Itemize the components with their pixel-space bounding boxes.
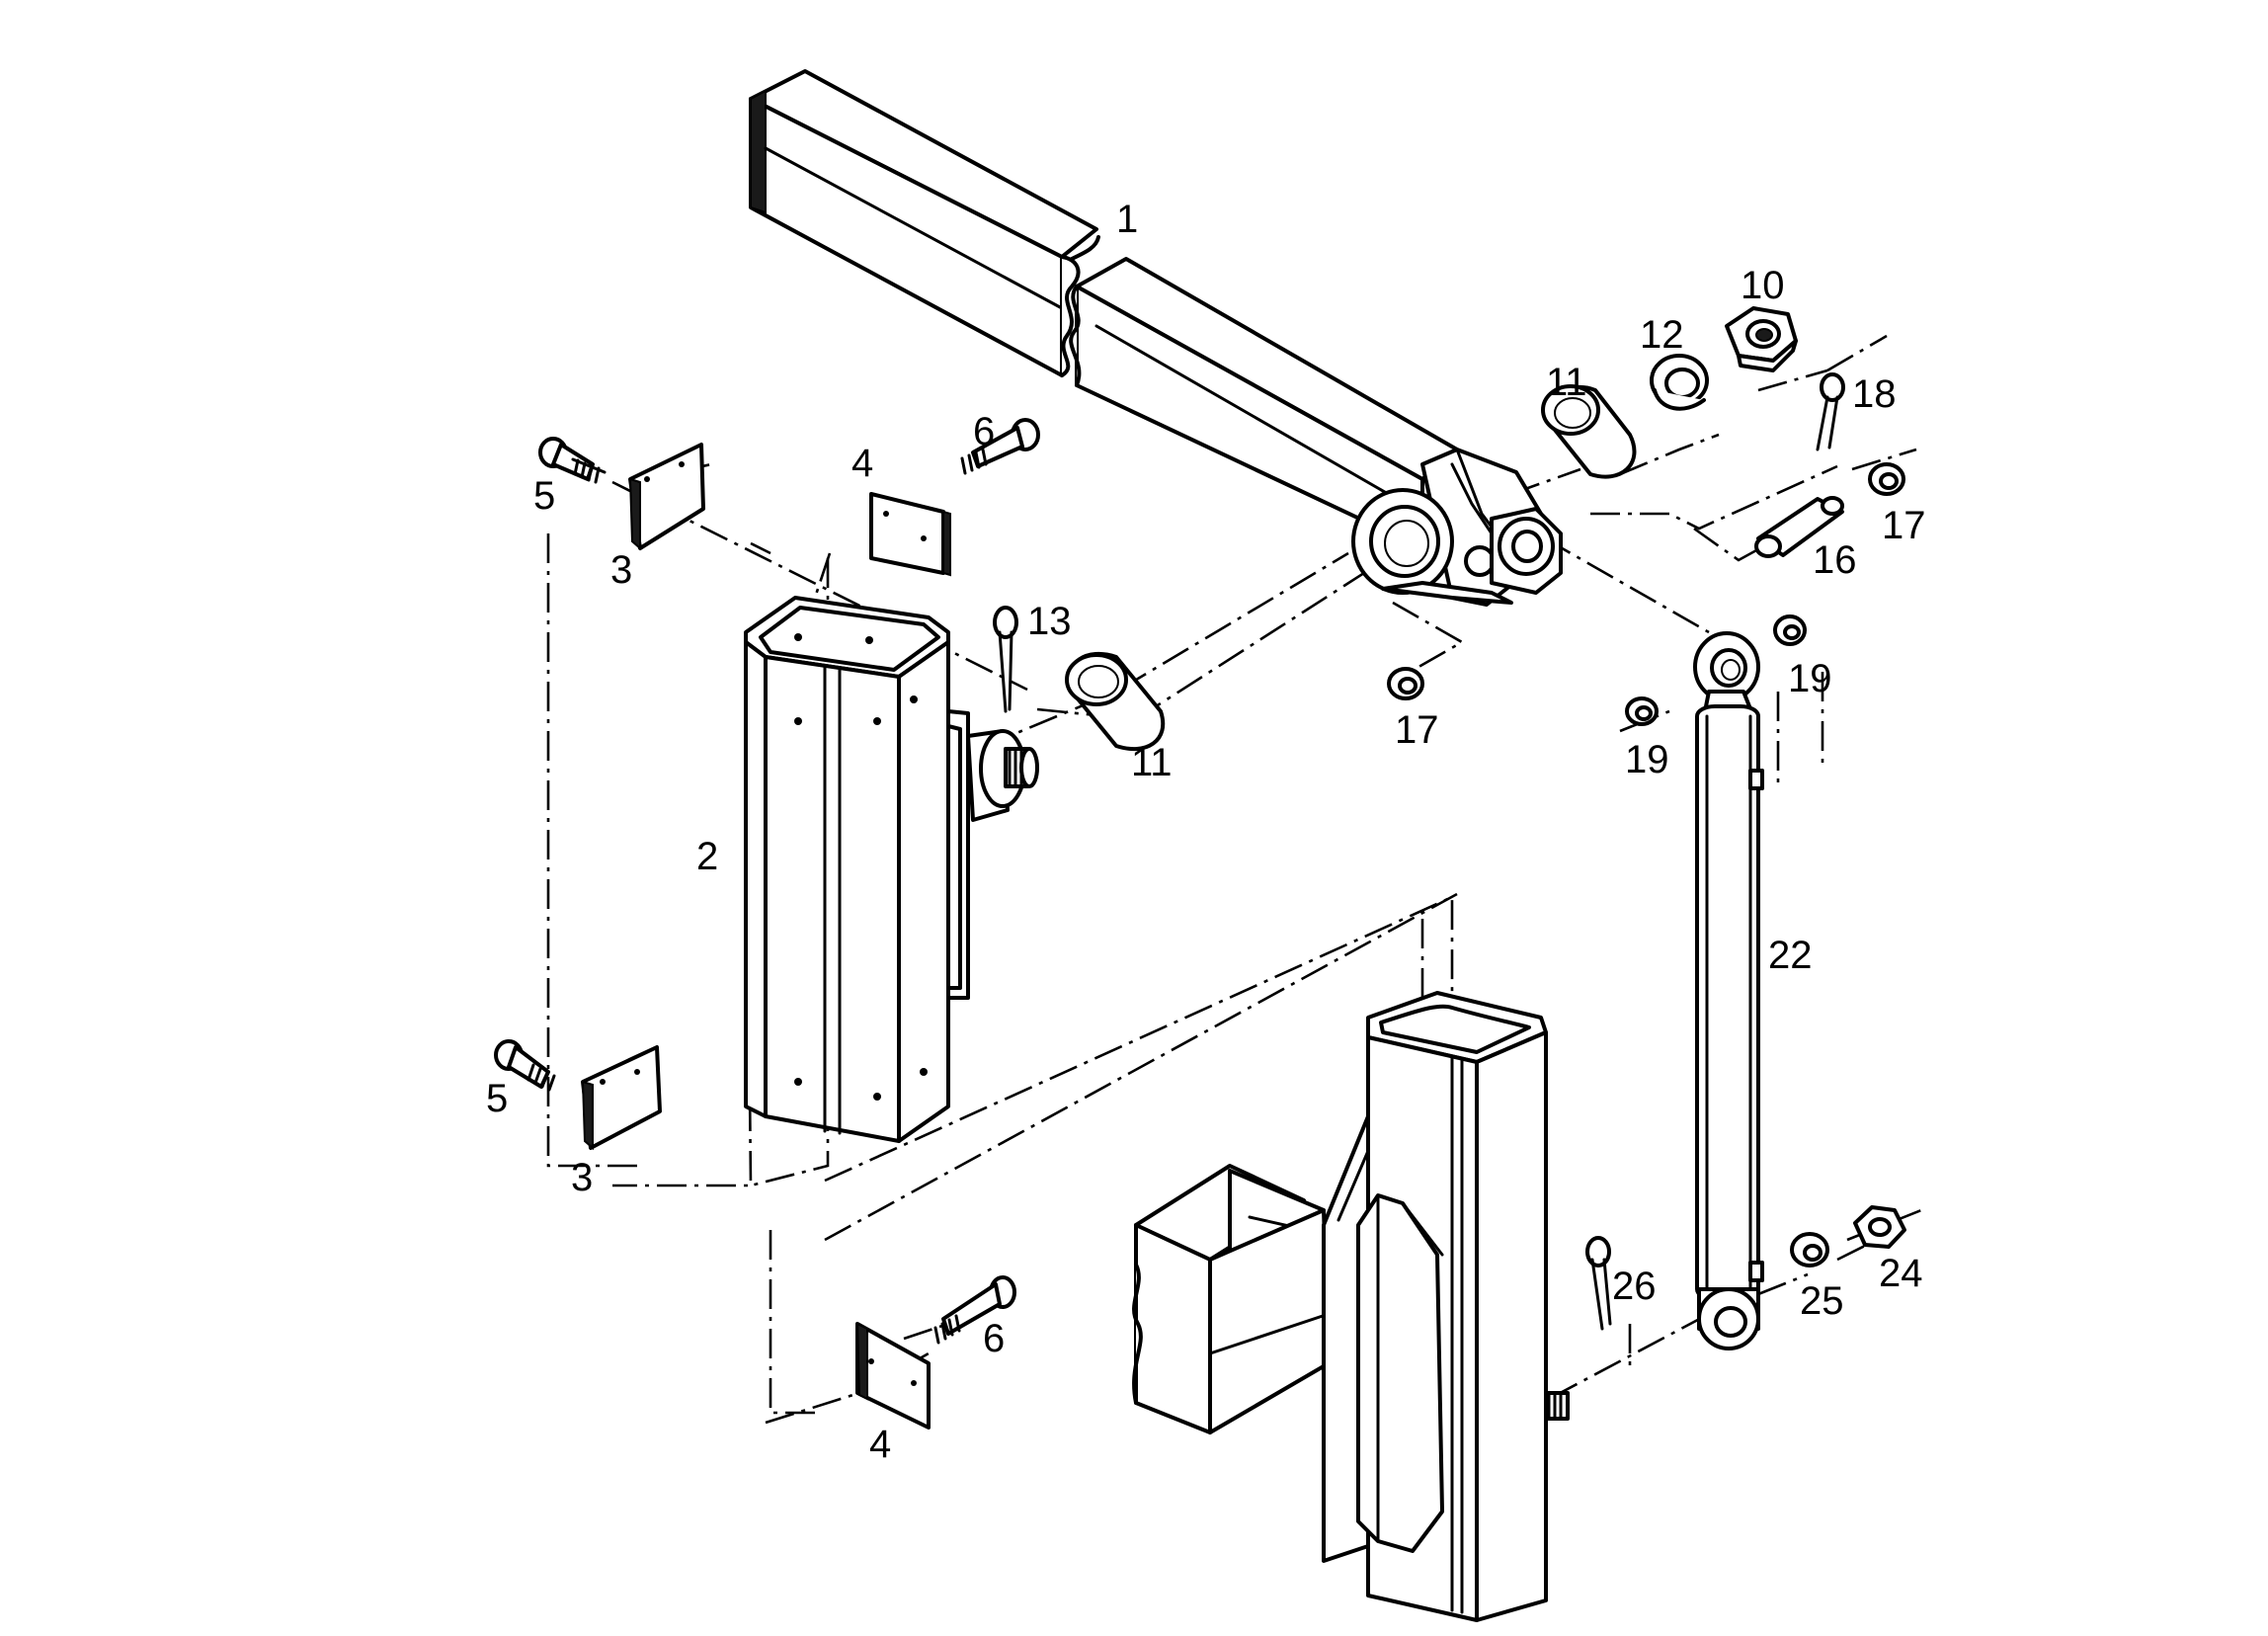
inner-column xyxy=(744,596,1039,1143)
label-part-19-right: 19 xyxy=(1788,657,1832,700)
bolt-5-upper xyxy=(538,437,607,484)
washer-17-right xyxy=(1868,462,1905,496)
label-part-4-lower: 4 xyxy=(869,1423,891,1466)
label-part-17-lower: 17 xyxy=(1395,708,1439,752)
label-part-5-lower: 5 xyxy=(486,1077,508,1120)
label-part-6-lower: 6 xyxy=(983,1317,1005,1360)
label-part-19-left: 19 xyxy=(1625,738,1669,781)
label-part-13: 13 xyxy=(1027,600,1072,643)
label-part-2: 2 xyxy=(696,835,718,878)
label-part-18: 18 xyxy=(1852,372,1897,416)
cotter-pin-26 xyxy=(1585,1236,1612,1331)
outer-post xyxy=(1322,991,1570,1622)
label-part-24: 24 xyxy=(1879,1252,1923,1295)
wear-pad-4-lower xyxy=(855,1322,931,1430)
hydraulic-cylinder-22 xyxy=(1693,631,1764,1350)
label-part-10: 10 xyxy=(1741,264,1785,307)
label-part-3-lower: 3 xyxy=(571,1156,593,1199)
cotter-pin-13 xyxy=(993,606,1018,713)
pin-16 xyxy=(1754,496,1844,558)
label-part-17-right: 17 xyxy=(1882,504,1926,547)
bushing-11-upper xyxy=(1541,384,1637,479)
wear-pad-3-lower xyxy=(581,1045,662,1151)
label-part-12: 12 xyxy=(1640,313,1684,357)
label-part-5-upper: 5 xyxy=(533,474,555,518)
cotter-pin-18 xyxy=(1816,372,1845,451)
label-part-16: 16 xyxy=(1813,538,1857,582)
washer-19-right xyxy=(1773,614,1807,646)
label-part-1: 1 xyxy=(1116,198,1138,241)
castle-nut-10 xyxy=(1725,306,1798,372)
washer-12 xyxy=(1650,354,1709,411)
label-part-26: 26 xyxy=(1612,1265,1657,1308)
washer-19-left xyxy=(1625,696,1659,726)
boom-arm xyxy=(749,69,1563,607)
label-part-11-lower: 11 xyxy=(1131,741,1173,784)
wear-pad-4-upper xyxy=(869,492,951,577)
label-part-4-upper: 4 xyxy=(851,442,873,485)
bushing-11-lower xyxy=(1065,651,1166,752)
label-part-6-upper: 6 xyxy=(973,410,995,453)
nut-24 xyxy=(1853,1205,1906,1249)
washer-25 xyxy=(1790,1232,1829,1268)
label-part-3-upper: 3 xyxy=(610,548,632,592)
bolt-6-lower xyxy=(933,1275,1016,1345)
bolt-6-upper xyxy=(960,418,1040,475)
bolt-5-lower xyxy=(494,1039,556,1092)
label-part-11-upper: 11 xyxy=(1546,361,1587,404)
washer-17-lower xyxy=(1387,667,1424,700)
label-part-22: 22 xyxy=(1768,934,1813,977)
base-frame xyxy=(1132,1164,1331,1434)
part-labels: 1 10 12 11 18 17 16 6 4 5 3 13 11 17 19 … xyxy=(486,198,1926,1466)
wear-pad-3-upper xyxy=(628,443,705,551)
label-part-25: 25 xyxy=(1800,1279,1844,1323)
